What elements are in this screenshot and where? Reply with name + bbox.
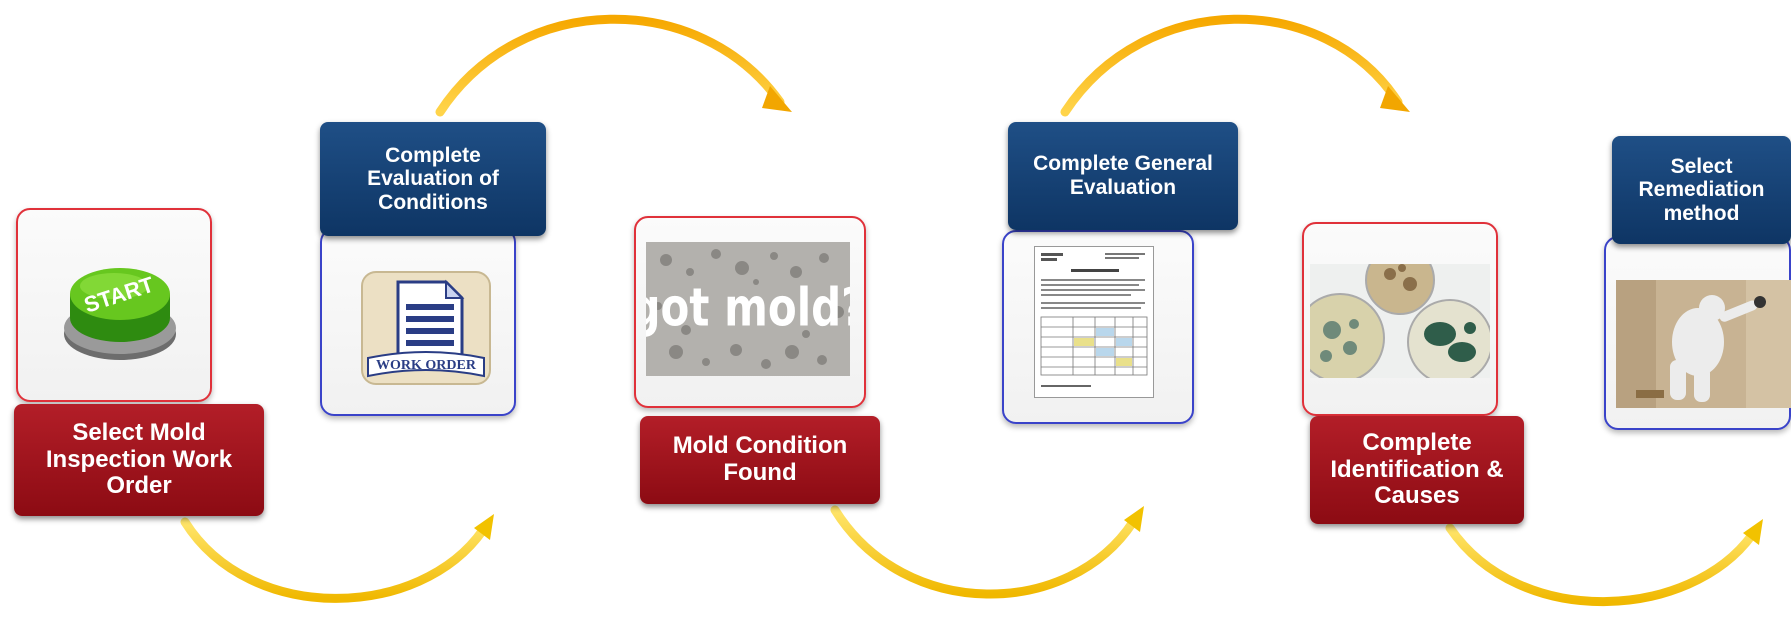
step-1-image-card: START (16, 208, 212, 402)
arrow-arc-step2-to-step3 (435, 14, 792, 117)
step-5-image-card (1302, 222, 1498, 416)
arrow-arc-step5-to-step6 (1445, 519, 1763, 607)
start-button-icon: START (56, 254, 184, 368)
step-2-label-text: Complete Evaluation of Conditions (367, 143, 499, 214)
step-5-label: Complete Identification & Causes (1310, 416, 1524, 524)
step-1-label: Select Mold Inspection Work Order (14, 404, 264, 516)
arrow-arc-step3-to-step4 (830, 505, 1144, 599)
step-6-label-text: Select Remediation method (1638, 154, 1765, 225)
step-4-image-card (1002, 230, 1194, 424)
arrow-arc-step4-to-step5 (1060, 14, 1410, 117)
step-4-label: Complete General Evaluation (1008, 122, 1238, 230)
step-2-label: Complete Evaluation of Conditions (320, 122, 546, 236)
step-4-label-text: Complete General Evaluation (1033, 152, 1213, 199)
step-6-image-card (1604, 236, 1791, 430)
petri-dish-mold-photo (1310, 264, 1490, 378)
remediation-worker-photo (1616, 280, 1791, 408)
got-mold-photo-text: got mold? (646, 278, 850, 339)
step-3-label-text: Mold Condition Found (672, 432, 848, 486)
step-2-image-card: WORK ORDER (320, 228, 516, 416)
work-order-document-icon: WORK ORDER (358, 270, 494, 388)
step-1-label-text: Select Mold Inspection Work Order (45, 418, 233, 500)
work-order-badge-text: WORK ORDER (376, 358, 477, 373)
step-3-image-card: got mold? (634, 216, 866, 408)
arrow-arc-step1-to-step2 (180, 514, 494, 603)
step-6-label: Select Remediation method (1612, 136, 1791, 244)
got-mold-photo: got mold? (646, 242, 850, 376)
evaluation-form-image (1034, 246, 1154, 398)
step-3-label: Mold Condition Found (640, 416, 880, 504)
step-5-label-text: Complete Identification & Causes (1330, 428, 1504, 510)
